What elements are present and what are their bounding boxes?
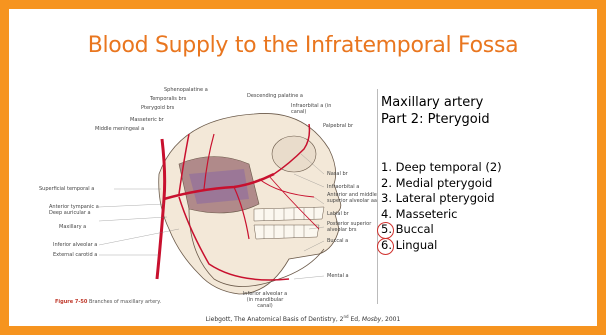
label-deep-auricular: Deep auricular a — [49, 210, 91, 216]
figure-caption-text: Branches of maxillary artery. — [89, 299, 161, 305]
list-item: 4. Masseteric — [381, 207, 502, 223]
label-maxillary: Maxillary a — [59, 224, 86, 230]
label-buccal-a: Buccal a — [327, 238, 348, 244]
circle-annotation: 5. — [381, 222, 392, 236]
figure-number: Figure 7-50 — [55, 299, 87, 305]
branch-list: 1. Deep temporal (2) 2. Medial pterygoid… — [381, 160, 502, 253]
label-inferior-alveolar: Inferior alveolar a — [53, 242, 97, 248]
label-middle-meningeal: Middle meningeal a — [95, 126, 144, 132]
label-mental-a: Mental a — [327, 273, 349, 279]
list-item: 3. Lateral pterygoid — [381, 191, 502, 207]
slide: Blood Supply to the Infratemporal Fossa — [9, 9, 597, 326]
label-temporalis-brs: Temporalis brs — [150, 96, 186, 102]
label-labial-br: Labial br — [327, 211, 349, 217]
circle-annotation: 6. — [381, 238, 392, 252]
figure-caption: Figure 7-50 Branches of maxillary artery… — [55, 299, 161, 305]
label-anterior-middle-alveolar: Anterior and middle superior alveolar aa — [327, 192, 387, 204]
list-item: 1. Deep temporal (2) — [381, 160, 502, 176]
anatomy-figure: Sphenopalatine a Temporalis brs Pterygoi… — [39, 79, 387, 311]
label-pterygoid-brs: Pterygoid brs — [141, 105, 174, 111]
section-heading: Maxillary artery Part 2: Pterygoid — [381, 94, 490, 128]
list-item-circled: 5. Buccal — [381, 222, 502, 238]
citation: Liebgott, The Anatomical Basis of Dentis… — [9, 314, 597, 323]
label-superficial-temporal: Superficial temporal a — [39, 186, 94, 192]
heading-line-2: Part 2: Pterygoid — [381, 111, 490, 128]
label-nasal-br: Nasal br — [327, 171, 348, 177]
list-item: 2. Medial pterygoid — [381, 176, 502, 192]
label-infraorbital: Infraorbital a — [327, 184, 359, 190]
divider — [377, 89, 378, 304]
heading-line-1: Maxillary artery — [381, 94, 490, 111]
label-external-carotid: External carotid a — [53, 252, 97, 258]
label-descending-palatine: Descending palatine a — [247, 93, 303, 99]
list-item-circled: 6. Lingual — [381, 238, 502, 254]
label-masseteric-br: Masseteric br — [130, 117, 164, 123]
label-infraorbital-canal: Infraorbital a (in canal) — [291, 103, 335, 115]
label-inferior-alveolar-canal: Inferior alveolar a (in mandibular canal… — [239, 291, 291, 309]
slide-title: Blood Supply to the Infratemporal Fossa — [9, 33, 597, 58]
label-sphenopalatine: Sphenopalatine a — [164, 87, 208, 93]
label-palpebral-br: Palpebral br — [323, 123, 353, 129]
